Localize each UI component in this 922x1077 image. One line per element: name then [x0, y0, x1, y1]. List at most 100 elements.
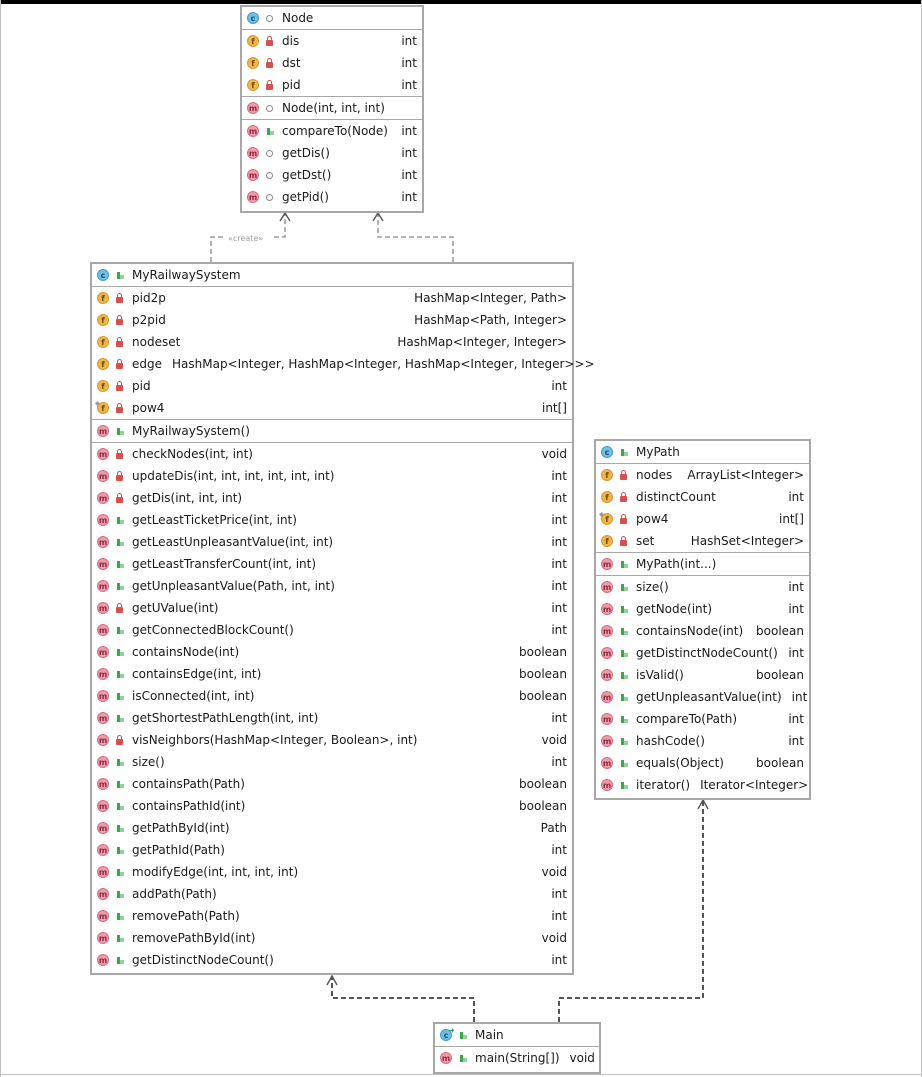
- method-icon: m: [601, 669, 613, 681]
- public-visibility-icon: [115, 890, 124, 898]
- method-icon: m: [601, 691, 613, 703]
- member-type: boolean: [756, 756, 804, 770]
- package-visibility-icon: [265, 14, 274, 22]
- member-name: getDst(): [282, 168, 332, 182]
- public-visibility-icon: [619, 671, 628, 679]
- method-icon: m: [601, 581, 613, 593]
- member-name: pow4: [636, 512, 669, 526]
- field-icon: f: [247, 79, 259, 91]
- public-visibility-icon: [458, 1031, 467, 1039]
- member-type: int: [551, 711, 567, 725]
- member-name: getShortestPathLength(int, int): [132, 711, 319, 725]
- public-visibility-icon: [115, 934, 124, 942]
- public-visibility-icon: [619, 605, 628, 613]
- arrowhead-mypath: [697, 798, 709, 810]
- class-header[interactable]: c Node: [242, 7, 422, 30]
- private-lock-icon: [619, 513, 628, 524]
- method-icon: m: [247, 125, 259, 137]
- member-name: addPath(Path): [132, 887, 217, 901]
- member-type: int: [788, 602, 804, 616]
- class-header[interactable]: c MyRailwaySystem: [92, 264, 572, 287]
- method-icon: m: [97, 778, 109, 790]
- public-visibility-icon: [115, 427, 124, 435]
- static-field-icon: f: [97, 402, 109, 414]
- field-icon: f: [97, 314, 109, 326]
- field-icon: f: [601, 491, 613, 503]
- member-name: getDistinctNodeCount(): [132, 953, 274, 967]
- class-icon: c: [601, 446, 613, 458]
- method-icon: m: [97, 602, 109, 614]
- class-header[interactable]: c Main: [435, 1024, 599, 1047]
- runnable-class-icon: c: [440, 1029, 452, 1041]
- method-icon: m: [97, 470, 109, 482]
- private-lock-icon: [115, 380, 124, 391]
- member-name: containsNode(int): [132, 645, 240, 659]
- method-icon: m: [247, 147, 259, 159]
- public-visibility-icon: [115, 912, 124, 920]
- class-header[interactable]: c MyPath: [596, 441, 809, 464]
- public-visibility-icon: [115, 516, 124, 524]
- class-icon: c: [247, 12, 259, 24]
